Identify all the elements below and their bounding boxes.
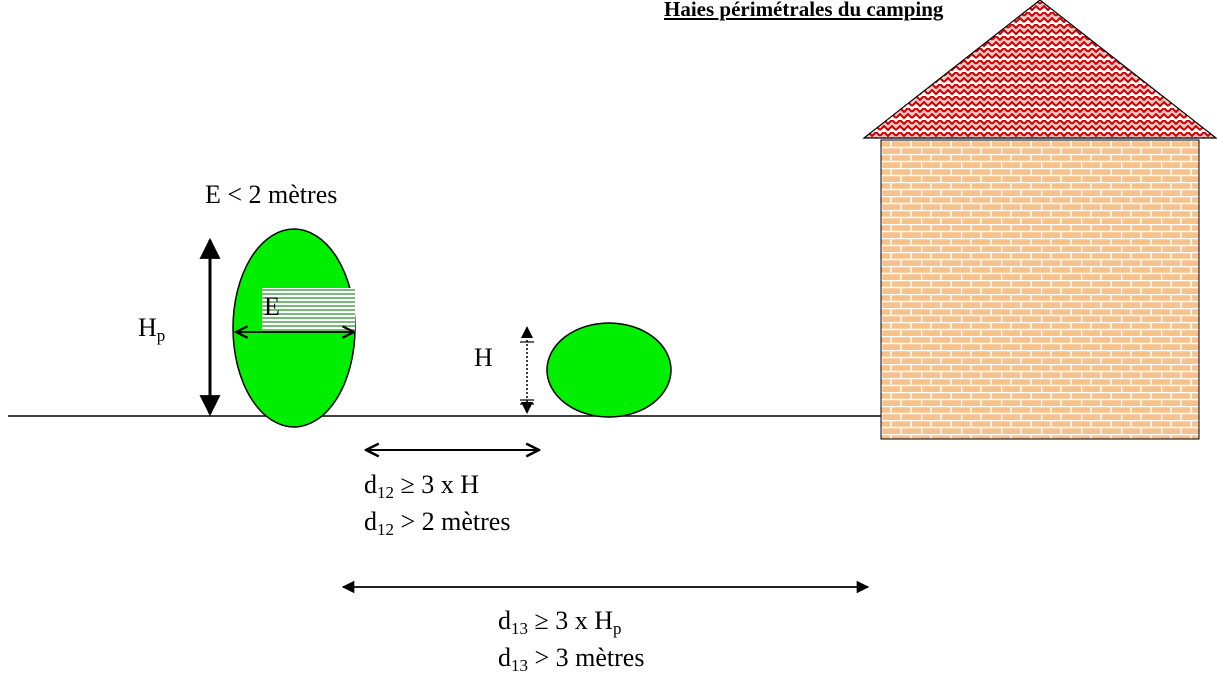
diagram-title: Haies périmétrales du camping — [664, 0, 944, 21]
brick-wall — [880, 139, 1200, 440]
d13-rule-1-text: ≥ 3 x H — [528, 606, 614, 635]
d13-rule-2-sub: 13 — [511, 656, 528, 675]
e-limit-label: E < 2 mètres — [205, 180, 338, 209]
d13-rule-1-sub: 13 — [511, 619, 528, 638]
hp-label: Hp — [138, 313, 166, 345]
d13-rule-1-sub2: p — [613, 619, 622, 638]
d12-rule-2-sub: 12 — [377, 520, 394, 539]
h-height-arrow — [520, 326, 534, 414]
roof — [862, 0, 1217, 139]
d13-rule-2-text: > 3 mètres — [528, 643, 645, 672]
d12-rule-1-text: ≥ 3 x H — [394, 470, 480, 499]
d12-rule-2-text: > 2 mètres — [394, 507, 511, 536]
hp-label-main: H — [138, 313, 157, 342]
d13-rule-2-d: d — [498, 643, 511, 672]
hp-label-sub: p — [156, 326, 166, 345]
d13-rule-1: d13 ≥ 3 x Hp — [498, 606, 622, 638]
d12-rule-1-d: d — [364, 470, 377, 499]
d13-rule-2: d13 > 3 mètres — [498, 643, 645, 675]
d12-rule-1: d12 ≥ 3 x H — [364, 470, 480, 502]
d12-rule-1-sub: 12 — [377, 483, 394, 502]
d12-rule-2-d: d — [364, 507, 377, 536]
d13-rule-1-d: d — [498, 606, 511, 635]
h-small-label: H — [474, 343, 493, 372]
e-thickness-label: E — [264, 292, 280, 321]
building — [862, 0, 1217, 440]
d12-rule-2: d12 > 2 mètres — [364, 507, 511, 539]
hedge-thickness-hatch — [262, 288, 355, 332]
small-hedge — [546, 322, 672, 418]
